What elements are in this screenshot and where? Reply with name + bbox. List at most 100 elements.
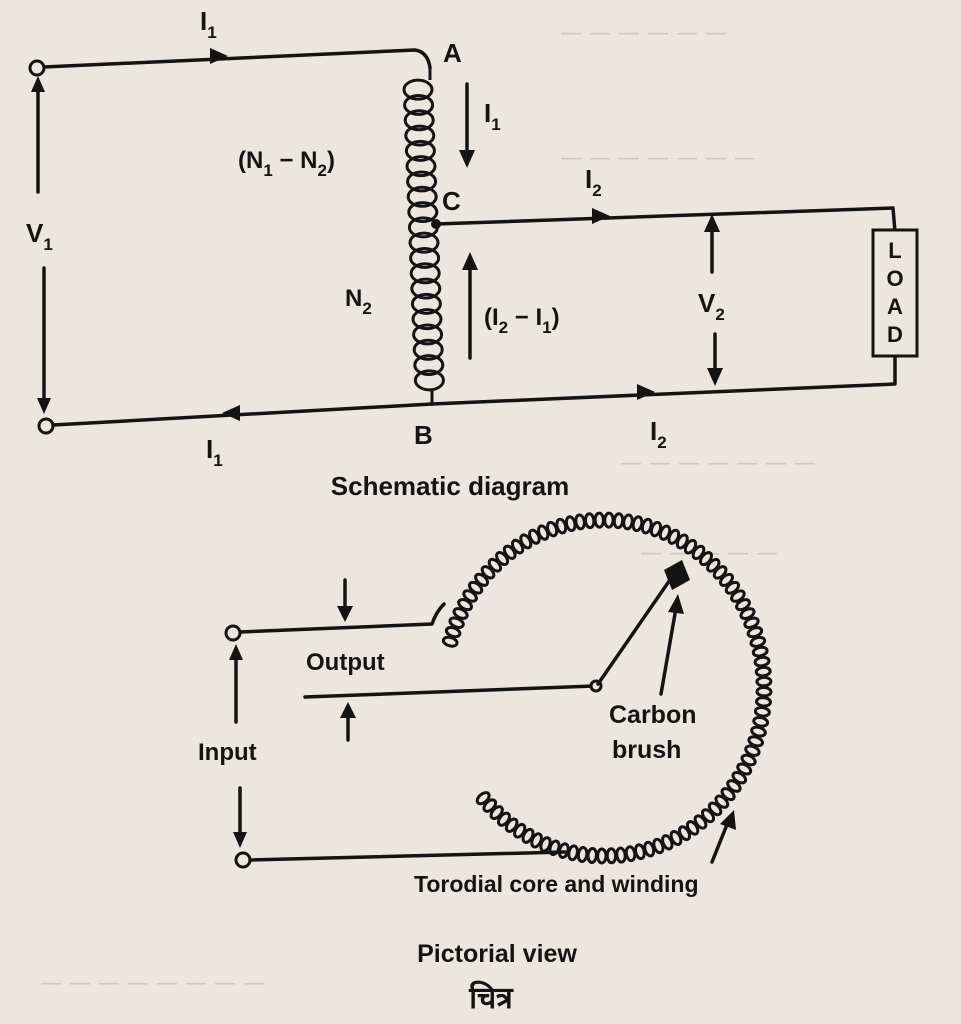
toroid-loop xyxy=(605,847,618,865)
toroid-loop xyxy=(474,572,490,587)
input-terminal-lower xyxy=(234,851,252,869)
toroid-loop xyxy=(755,675,773,688)
output-label: Output xyxy=(306,649,385,676)
toroid-loop xyxy=(754,665,772,678)
core-label: Torodial core and winding xyxy=(414,871,699,897)
toroid-loop xyxy=(693,814,708,830)
output-wire-lower xyxy=(303,684,596,699)
input-terminal-top xyxy=(28,59,46,77)
winding-loop xyxy=(404,124,436,147)
tap-point-c xyxy=(431,219,441,229)
toroid-loop xyxy=(475,791,491,806)
toroid-loop xyxy=(502,544,517,560)
turns-upper-label: (N1 − N2) xyxy=(238,147,335,180)
toroid-loop xyxy=(603,511,615,529)
toroid-loop xyxy=(495,550,510,567)
toroid-loop xyxy=(586,847,598,864)
brush-arm xyxy=(596,572,676,686)
toroid-loop xyxy=(740,753,757,767)
winding-loop xyxy=(408,231,440,254)
i2-label-bottom: I2 xyxy=(650,416,667,452)
toroid-loop xyxy=(583,512,596,530)
toroid-loop xyxy=(457,598,474,612)
toroid-loop xyxy=(624,845,637,863)
toroid-loop xyxy=(726,779,742,793)
i1-arrow-top xyxy=(210,48,228,64)
toroid-loop xyxy=(452,607,469,620)
load-box xyxy=(871,228,919,358)
winding-loop xyxy=(412,338,444,361)
output-wire-top xyxy=(238,602,446,634)
winding-loop xyxy=(413,369,445,392)
i-diff-arrow-head xyxy=(462,252,478,270)
winding-loop xyxy=(403,93,435,116)
brush-label-line1: Carbon xyxy=(609,701,697,729)
svg-text:— — — — — — —: — — — — — — — xyxy=(560,146,756,171)
toroid-loop xyxy=(744,744,761,757)
toroid-loop xyxy=(487,557,503,573)
toroid-loop xyxy=(574,513,586,531)
i1-arrow-bottom xyxy=(222,405,240,421)
input-terminal-upper xyxy=(224,624,242,642)
load-letter-a: A xyxy=(887,294,903,319)
core-pointer-head xyxy=(720,810,736,830)
toroid-loop xyxy=(735,598,751,612)
v1-label: V1 xyxy=(26,218,53,254)
i1-label-winding: I1 xyxy=(484,98,501,134)
toroid-loop xyxy=(724,580,741,595)
winding-loop xyxy=(406,185,438,208)
toroid-loop xyxy=(480,565,496,580)
primary-wire-bottom xyxy=(51,402,434,427)
toroid-loop xyxy=(731,771,748,785)
i2-label-top: I2 xyxy=(585,164,602,200)
toroid-loop xyxy=(489,805,504,821)
toroid-loop xyxy=(482,798,498,813)
toroid-loop xyxy=(752,715,770,728)
v1-arrows xyxy=(31,76,51,414)
brush-pointer-head xyxy=(668,594,684,614)
brush-label-line2: brush xyxy=(612,736,681,764)
pictorial-view: Output Input Carbon brush Torodial core … xyxy=(198,511,773,1015)
toroid-loop xyxy=(750,725,767,738)
toroid-loop xyxy=(462,589,478,603)
winding-loop xyxy=(411,308,443,331)
input-label: Input xyxy=(198,739,257,766)
winding-loop xyxy=(409,262,441,285)
node-a-label: A xyxy=(443,38,462,68)
toroid-loop xyxy=(448,616,465,629)
i1-label-top: I1 xyxy=(200,6,217,42)
toroid-loop xyxy=(707,801,723,817)
toroid-loop xyxy=(755,685,773,698)
toroid-loop xyxy=(743,616,760,630)
winding-loop xyxy=(405,155,437,178)
toroid-loop xyxy=(622,513,634,531)
input-wire-bottom xyxy=(248,850,567,862)
node-c-label: C xyxy=(442,186,461,216)
toroid-loop xyxy=(444,626,462,639)
secondary-wire-bottom xyxy=(430,354,897,406)
load-letter-l: L xyxy=(888,238,901,263)
winding-loop xyxy=(410,292,442,315)
svg-text:— — — — — —: — — — — — — xyxy=(560,21,727,46)
i1-label-bottom: I1 xyxy=(206,434,223,470)
toroid-loop xyxy=(739,607,756,620)
load-letter-o: O xyxy=(886,266,903,291)
toroid-loop xyxy=(612,512,625,530)
secondary-wire-top xyxy=(434,206,897,234)
toroid-loop xyxy=(755,696,772,708)
toroid-loop xyxy=(736,762,753,776)
turns-lower-label: N2 xyxy=(345,285,372,318)
i-diff-label: (I2 − I1) xyxy=(484,304,560,337)
toroid-loop xyxy=(718,572,735,587)
v2-label: V2 xyxy=(698,288,725,324)
winding-loop xyxy=(413,354,445,377)
autotransformer-winding xyxy=(402,68,445,404)
toroid-loop xyxy=(753,706,771,718)
v2-arrows xyxy=(704,214,723,386)
schematic-caption: Schematic diagram xyxy=(331,471,569,501)
winding-loop xyxy=(412,323,444,346)
winding-loop xyxy=(406,170,438,193)
toroid-loop xyxy=(698,551,714,567)
